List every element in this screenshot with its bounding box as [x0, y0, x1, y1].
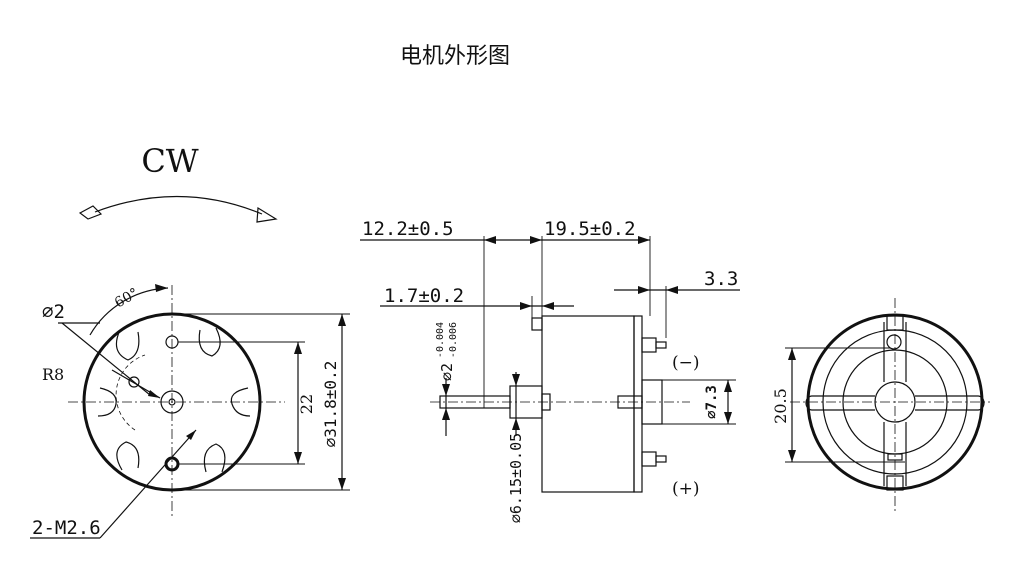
- rotation-arrow: [78, 195, 278, 223]
- rear-boss-dia-label: ⌀7.3: [704, 385, 720, 419]
- terminal-offset-label: 3.3: [704, 268, 738, 290]
- rear-view: [785, 298, 990, 512]
- shaft-tol-upper: -0.004: [435, 322, 446, 358]
- rear-height-label: 20.5: [771, 388, 790, 424]
- front-view: [30, 284, 350, 539]
- boss-dia-label: ⌀6.15±0.05: [507, 433, 525, 523]
- body-dia-label: ⌀31.8±0.2: [321, 361, 340, 448]
- side-view: [360, 236, 740, 493]
- shaft-tol-lower: -0.006: [448, 322, 459, 358]
- rotation-label: CW: [141, 142, 198, 180]
- shaft-dia-label: ⌀2: [438, 363, 456, 381]
- boss-height-label: 1.7±0.2: [384, 285, 464, 307]
- body-length-label: 19.5±0.2: [544, 218, 636, 240]
- drawing-title: 电机外形图: [400, 44, 510, 69]
- radius-label: R8: [42, 365, 64, 384]
- hole-spacing-label: 22: [297, 394, 316, 414]
- screw-holes-label: 2-M2.6: [32, 517, 101, 539]
- angle-label: 60°: [112, 285, 142, 311]
- negative-terminal-label: (−): [672, 353, 700, 373]
- shaft-length-label: 12.2±0.5: [362, 218, 454, 240]
- hole-dia-label: ⌀2: [42, 301, 65, 323]
- positive-terminal-label: (+): [672, 479, 700, 499]
